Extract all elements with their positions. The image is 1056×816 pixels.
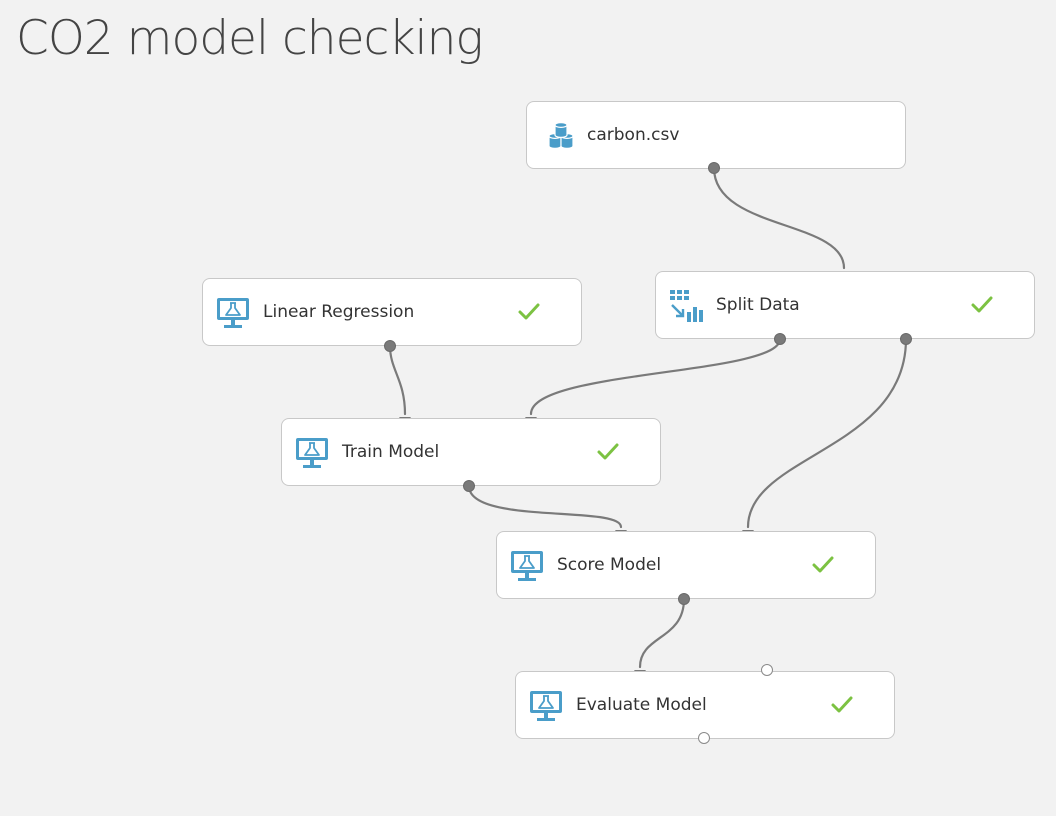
- check-icon: [831, 696, 853, 713]
- output-port-evaluate-model[interactable]: [698, 732, 710, 744]
- check-icon: [597, 443, 619, 460]
- experiment-title: CO2 model checking: [16, 11, 484, 66]
- module-label: Train Model: [342, 442, 440, 462]
- module-split-data[interactable]: Split Data: [655, 271, 1035, 339]
- module-label: Split Data: [716, 295, 800, 315]
- connection-split-to-train: [529, 337, 782, 416]
- dataset-icon: [548, 121, 574, 149]
- output-port-train-model[interactable]: [463, 480, 475, 492]
- check-icon: [518, 303, 540, 320]
- module-score-model[interactable]: Score Model: [496, 531, 876, 599]
- output-port-carbon-csv[interactable]: [708, 162, 720, 174]
- check-icon: [971, 296, 993, 313]
- module-evaluate-model[interactable]: Evaluate Model: [515, 671, 895, 739]
- output-port-split-data-left[interactable]: [774, 333, 786, 345]
- ml-module-icon: [296, 438, 328, 468]
- output-port-linear-regression[interactable]: [384, 340, 396, 352]
- module-linear-regression[interactable]: Linear Regression: [202, 278, 582, 346]
- input-port-evaluate-model-right[interactable]: [761, 664, 773, 676]
- connection-score-to-evaluate: [638, 597, 686, 669]
- ml-module-icon: [511, 551, 543, 581]
- module-carbon-csv[interactable]: carbon.csv: [526, 101, 906, 169]
- module-label: Linear Regression: [263, 302, 415, 322]
- connection-train-to-score: [467, 484, 623, 529]
- module-label: carbon.csv: [587, 125, 680, 145]
- connection-split-to-score: [746, 337, 908, 529]
- module-label: Score Model: [557, 555, 662, 575]
- ml-module-icon: [217, 298, 249, 328]
- check-icon: [812, 556, 834, 573]
- connection-carbon-to-split: [712, 166, 846, 270]
- connection-linear-to-train: [388, 344, 407, 416]
- output-port-split-data-right[interactable]: [900, 333, 912, 345]
- split-data-icon: [670, 290, 703, 322]
- module-train-model[interactable]: Train Model: [281, 418, 661, 486]
- output-port-score-model[interactable]: [678, 593, 690, 605]
- module-label: Evaluate Model: [576, 695, 707, 715]
- ml-module-icon: [530, 691, 562, 721]
